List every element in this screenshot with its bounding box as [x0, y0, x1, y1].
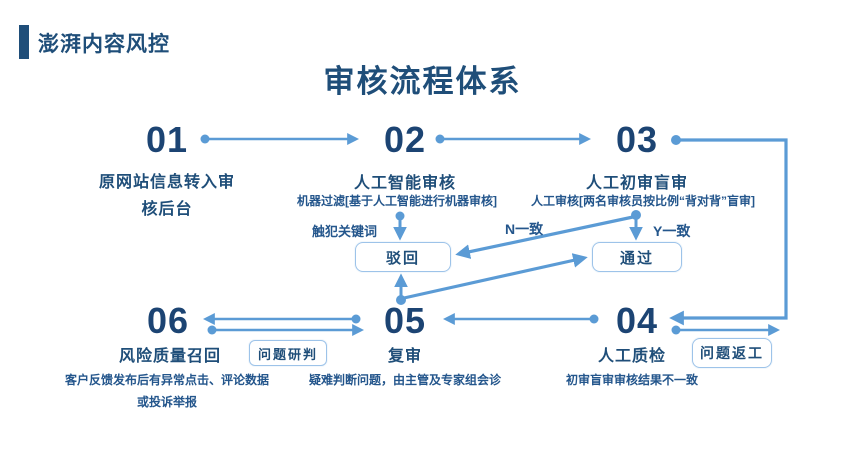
arrow-05-to-pass-diagonal: [403, 253, 588, 300]
step-03-label: 人工初审盲审: [585, 175, 689, 192]
brand-bar: [19, 25, 29, 59]
arrow-04-to-05: [442, 313, 599, 325]
step-01-label: 原网站信息转入审核后台: [99, 174, 236, 218]
node-pass: 通过: [592, 242, 682, 272]
edge-label-y-match: Y一致: [653, 223, 691, 239]
step-05-label: 复审: [387, 348, 423, 365]
step-06-label: 风险质量召回: [118, 348, 222, 365]
step-05-desc: 疑难判断问题，由主管及专家组会诊: [308, 373, 502, 387]
step-02-label: 人工智能审核: [353, 175, 457, 192]
step-06-number: 06: [146, 300, 190, 341]
brand-title: 澎湃内容风控: [38, 33, 170, 56]
step-04-number: 04: [615, 300, 659, 341]
step-03-number: 03: [615, 119, 659, 160]
elbow-03-to-04: [669, 135, 788, 326]
arrow-04-rework-return: [671, 324, 781, 336]
node-reject: 驳回: [355, 242, 451, 272]
arrow-06-to-05: [207, 324, 365, 336]
arrow-02-to-reject: [393, 211, 407, 241]
arrow-05-to-06: [202, 313, 361, 325]
step-04-label: 人工质检: [597, 348, 667, 365]
arrow-01-to-02: [200, 133, 360, 145]
page-title: 审核流程体系: [323, 64, 522, 99]
step-02-desc: 机器过滤[基于人工智能进行机器审核]: [297, 194, 497, 208]
arrow-02-to-03: [435, 133, 592, 145]
arrow-03-to-pass: [629, 210, 643, 241]
node-research: 问题研判: [249, 340, 327, 366]
step-06-desc: 客户反馈发布后有异常点击、评论数据或投诉举报: [64, 373, 269, 409]
step-05-number: 05: [383, 300, 427, 341]
node-rework: 问题返工: [692, 338, 772, 368]
arrow-05-to-reject: [394, 273, 408, 305]
arrow-03-to-reject-diagonal: [455, 215, 634, 259]
step-04-desc: 初审盲审审核结果不一致: [565, 373, 699, 387]
step-02-number: 02: [383, 119, 427, 160]
step-01-number: 01: [145, 119, 189, 160]
edge-label-n-match: N一致: [505, 221, 544, 237]
step-03-desc: 人工审核[两名审核员按比例“背对背”盲审]: [531, 194, 755, 208]
step-02-note: 触犯关键词: [312, 224, 378, 239]
